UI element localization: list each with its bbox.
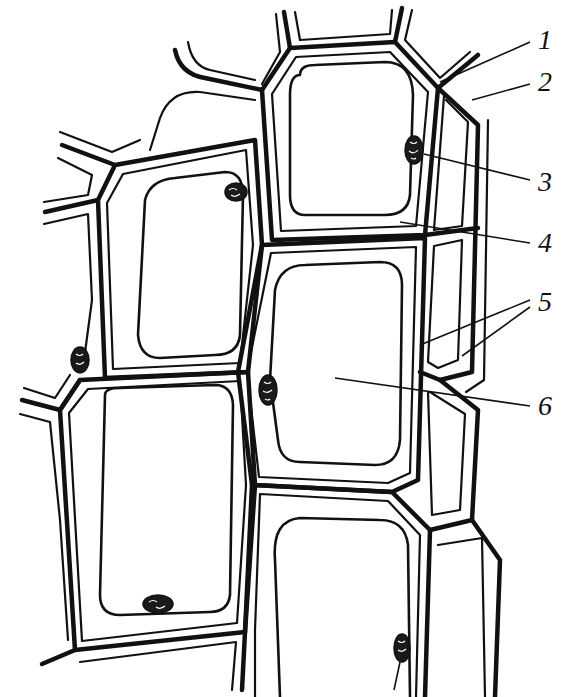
middle-lamella xyxy=(284,12,290,48)
cell-wall-layer xyxy=(272,52,428,231)
middle-lamella xyxy=(242,632,245,690)
leader-line xyxy=(472,84,530,100)
chromatin xyxy=(149,601,165,609)
cell-lumen xyxy=(275,518,410,697)
cell-wall-layer xyxy=(255,494,420,697)
middle-lamella xyxy=(238,238,425,492)
cell-lumen xyxy=(100,385,233,615)
cell-wall-layer xyxy=(428,392,465,515)
chromatin xyxy=(409,142,418,159)
chromatin xyxy=(76,354,84,364)
middle-lamella xyxy=(98,140,262,378)
cell-wall-layer xyxy=(438,538,485,697)
middle-lamella xyxy=(472,520,500,697)
nucleus-strand xyxy=(394,662,400,690)
middle-lamella xyxy=(45,200,98,212)
cell-wall-layer xyxy=(69,381,246,641)
cell-wall-layer xyxy=(24,375,70,398)
callout-number: 6 xyxy=(536,392,554,420)
cell xyxy=(60,372,255,650)
nucleus xyxy=(259,375,277,405)
cell xyxy=(71,140,262,378)
leader-line xyxy=(420,300,530,345)
chromatin xyxy=(229,189,240,197)
callout-number: 3 xyxy=(536,168,554,196)
cell xyxy=(262,42,438,240)
middle-lamella xyxy=(62,145,115,165)
middle-lamella xyxy=(60,372,255,650)
nucleus xyxy=(225,183,247,201)
middle-lamella xyxy=(262,42,438,240)
callout-number: 1 xyxy=(536,26,554,54)
nucleus xyxy=(405,136,423,164)
cell-lumen xyxy=(138,172,243,358)
callout-number: 5 xyxy=(536,288,554,316)
cell xyxy=(238,238,425,492)
cell-wall-layer xyxy=(44,158,92,202)
nucleus xyxy=(71,347,89,373)
middle-lamella xyxy=(430,380,478,530)
leader-line xyxy=(400,222,530,243)
leader-line xyxy=(424,154,530,180)
nucleus xyxy=(143,595,173,613)
leader-line xyxy=(440,42,530,82)
leader-lines xyxy=(335,42,530,406)
leader-line xyxy=(462,307,530,356)
cell-lumen xyxy=(290,62,413,215)
cell xyxy=(245,485,430,697)
cell-wall-layer xyxy=(247,247,416,483)
cell-wall-layer xyxy=(188,42,255,80)
cell-wall-layer xyxy=(60,132,140,152)
middle-lamella xyxy=(395,8,402,42)
chromatin xyxy=(263,382,272,400)
middle-lamella xyxy=(175,50,262,90)
leader-line xyxy=(335,378,530,406)
middle-lamella xyxy=(42,650,75,664)
cell-wall-layer xyxy=(295,10,392,40)
cell-wall-layer xyxy=(44,214,92,360)
cell-wall-layer xyxy=(428,240,462,368)
callout-number: 2 xyxy=(536,68,554,96)
neighbour-walls xyxy=(20,8,500,697)
chromatin xyxy=(398,641,406,651)
cell-lumen xyxy=(270,262,402,465)
middle-lamella xyxy=(245,485,430,697)
callout-number: 4 xyxy=(536,229,554,257)
middle-lamella xyxy=(438,55,478,88)
nucleus xyxy=(394,634,410,662)
cell-wall-layer xyxy=(107,150,253,369)
